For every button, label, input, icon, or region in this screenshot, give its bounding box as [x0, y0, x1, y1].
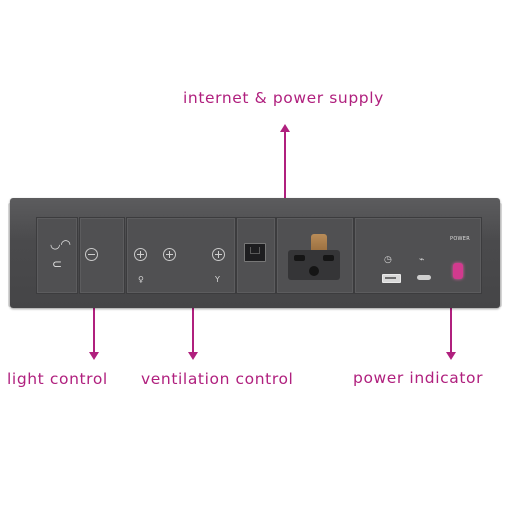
callout-internet-power-supply: internet & power supply: [183, 89, 384, 107]
callout-ventilation-control: ventilation control: [141, 370, 294, 388]
usb-charging-panel: [354, 217, 482, 294]
power-label: POWER: [450, 236, 471, 242]
bulb-icon: ♀: [138, 275, 144, 284]
arrow-down-icon: [446, 270, 456, 360]
fan-icon: Y: [215, 275, 220, 284]
light-dim-up-button[interactable]: [134, 248, 147, 261]
control-panel-device: ◡◠ ⊂ ♀ Y ◷ ⌁ POWER: [10, 198, 500, 308]
usb-icon: ⌁: [419, 255, 425, 265]
brand-logo-icon: ◡◠: [50, 237, 71, 251]
universal-power-outlet[interactable]: [288, 250, 340, 280]
clock-icon: ◷: [384, 255, 392, 265]
callout-light-control: light control: [7, 370, 108, 388]
fan-toggle-button[interactable]: [212, 248, 225, 261]
brand-logo-icon: ⊂: [52, 257, 63, 271]
ethernet-port[interactable]: [244, 243, 266, 262]
callout-power-indicator: power indicator: [353, 369, 484, 387]
usb-c-port[interactable]: [417, 275, 431, 280]
light-toggle-button[interactable]: [85, 248, 98, 261]
logo-panel: [36, 217, 78, 294]
arrow-up-icon: [280, 124, 290, 237]
usb-a-port[interactable]: [382, 274, 401, 283]
power-indicator-led: [453, 263, 463, 279]
light-dim-down-button[interactable]: [163, 248, 176, 261]
